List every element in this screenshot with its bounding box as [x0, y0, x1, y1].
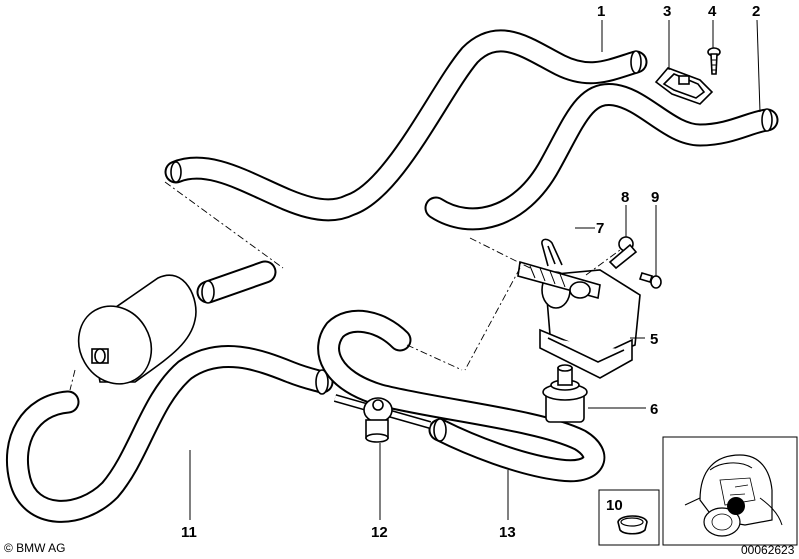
label-8: 8 — [621, 189, 629, 206]
label-7: 7 — [596, 220, 604, 237]
diagram-number: 00062623 — [741, 543, 795, 557]
hose-1[interactable] — [164, 29, 648, 222]
clamp-8[interactable] — [608, 236, 638, 270]
label-5: 5 — [650, 331, 658, 348]
inset-motorcycle — [662, 436, 798, 546]
fuel-filter[interactable] — [65, 274, 197, 397]
label-6: 6 — [650, 401, 658, 418]
inset-part-10[interactable]: 10 — [598, 489, 660, 546]
hose-13[interactable] — [317, 309, 606, 483]
valve-12[interactable] — [333, 394, 432, 443]
label-10: 10 — [606, 497, 623, 514]
label-1: 1 — [597, 3, 605, 20]
label-9: 9 — [651, 189, 659, 206]
copyright-text: © BMW AG — [4, 541, 66, 555]
part-labels: 1 3 4 2 7 8 9 5 6 11 12 13 — [181, 3, 760, 541]
leader-lines — [189, 19, 761, 520]
label-4: 4 — [708, 3, 717, 20]
spring-clip-7[interactable] — [541, 238, 563, 267]
label-2: 2 — [752, 3, 760, 20]
connection-lines — [69, 181, 621, 391]
hose-2[interactable] — [424, 83, 779, 231]
pressure-regulator-6[interactable] — [542, 364, 588, 423]
clip-3[interactable] — [654, 67, 714, 105]
label-3: 3 — [663, 3, 671, 20]
screw-9[interactable] — [638, 272, 662, 289]
hose-11[interactable] — [5, 345, 334, 523]
fuel-pump-5[interactable] — [517, 260, 641, 379]
short-hose-piece[interactable] — [196, 260, 277, 304]
label-11: 11 — [181, 524, 197, 541]
screw-4[interactable] — [707, 47, 721, 75]
location-marker-icon — [727, 497, 745, 515]
label-12: 12 — [371, 524, 388, 541]
label-13: 13 — [499, 524, 516, 541]
